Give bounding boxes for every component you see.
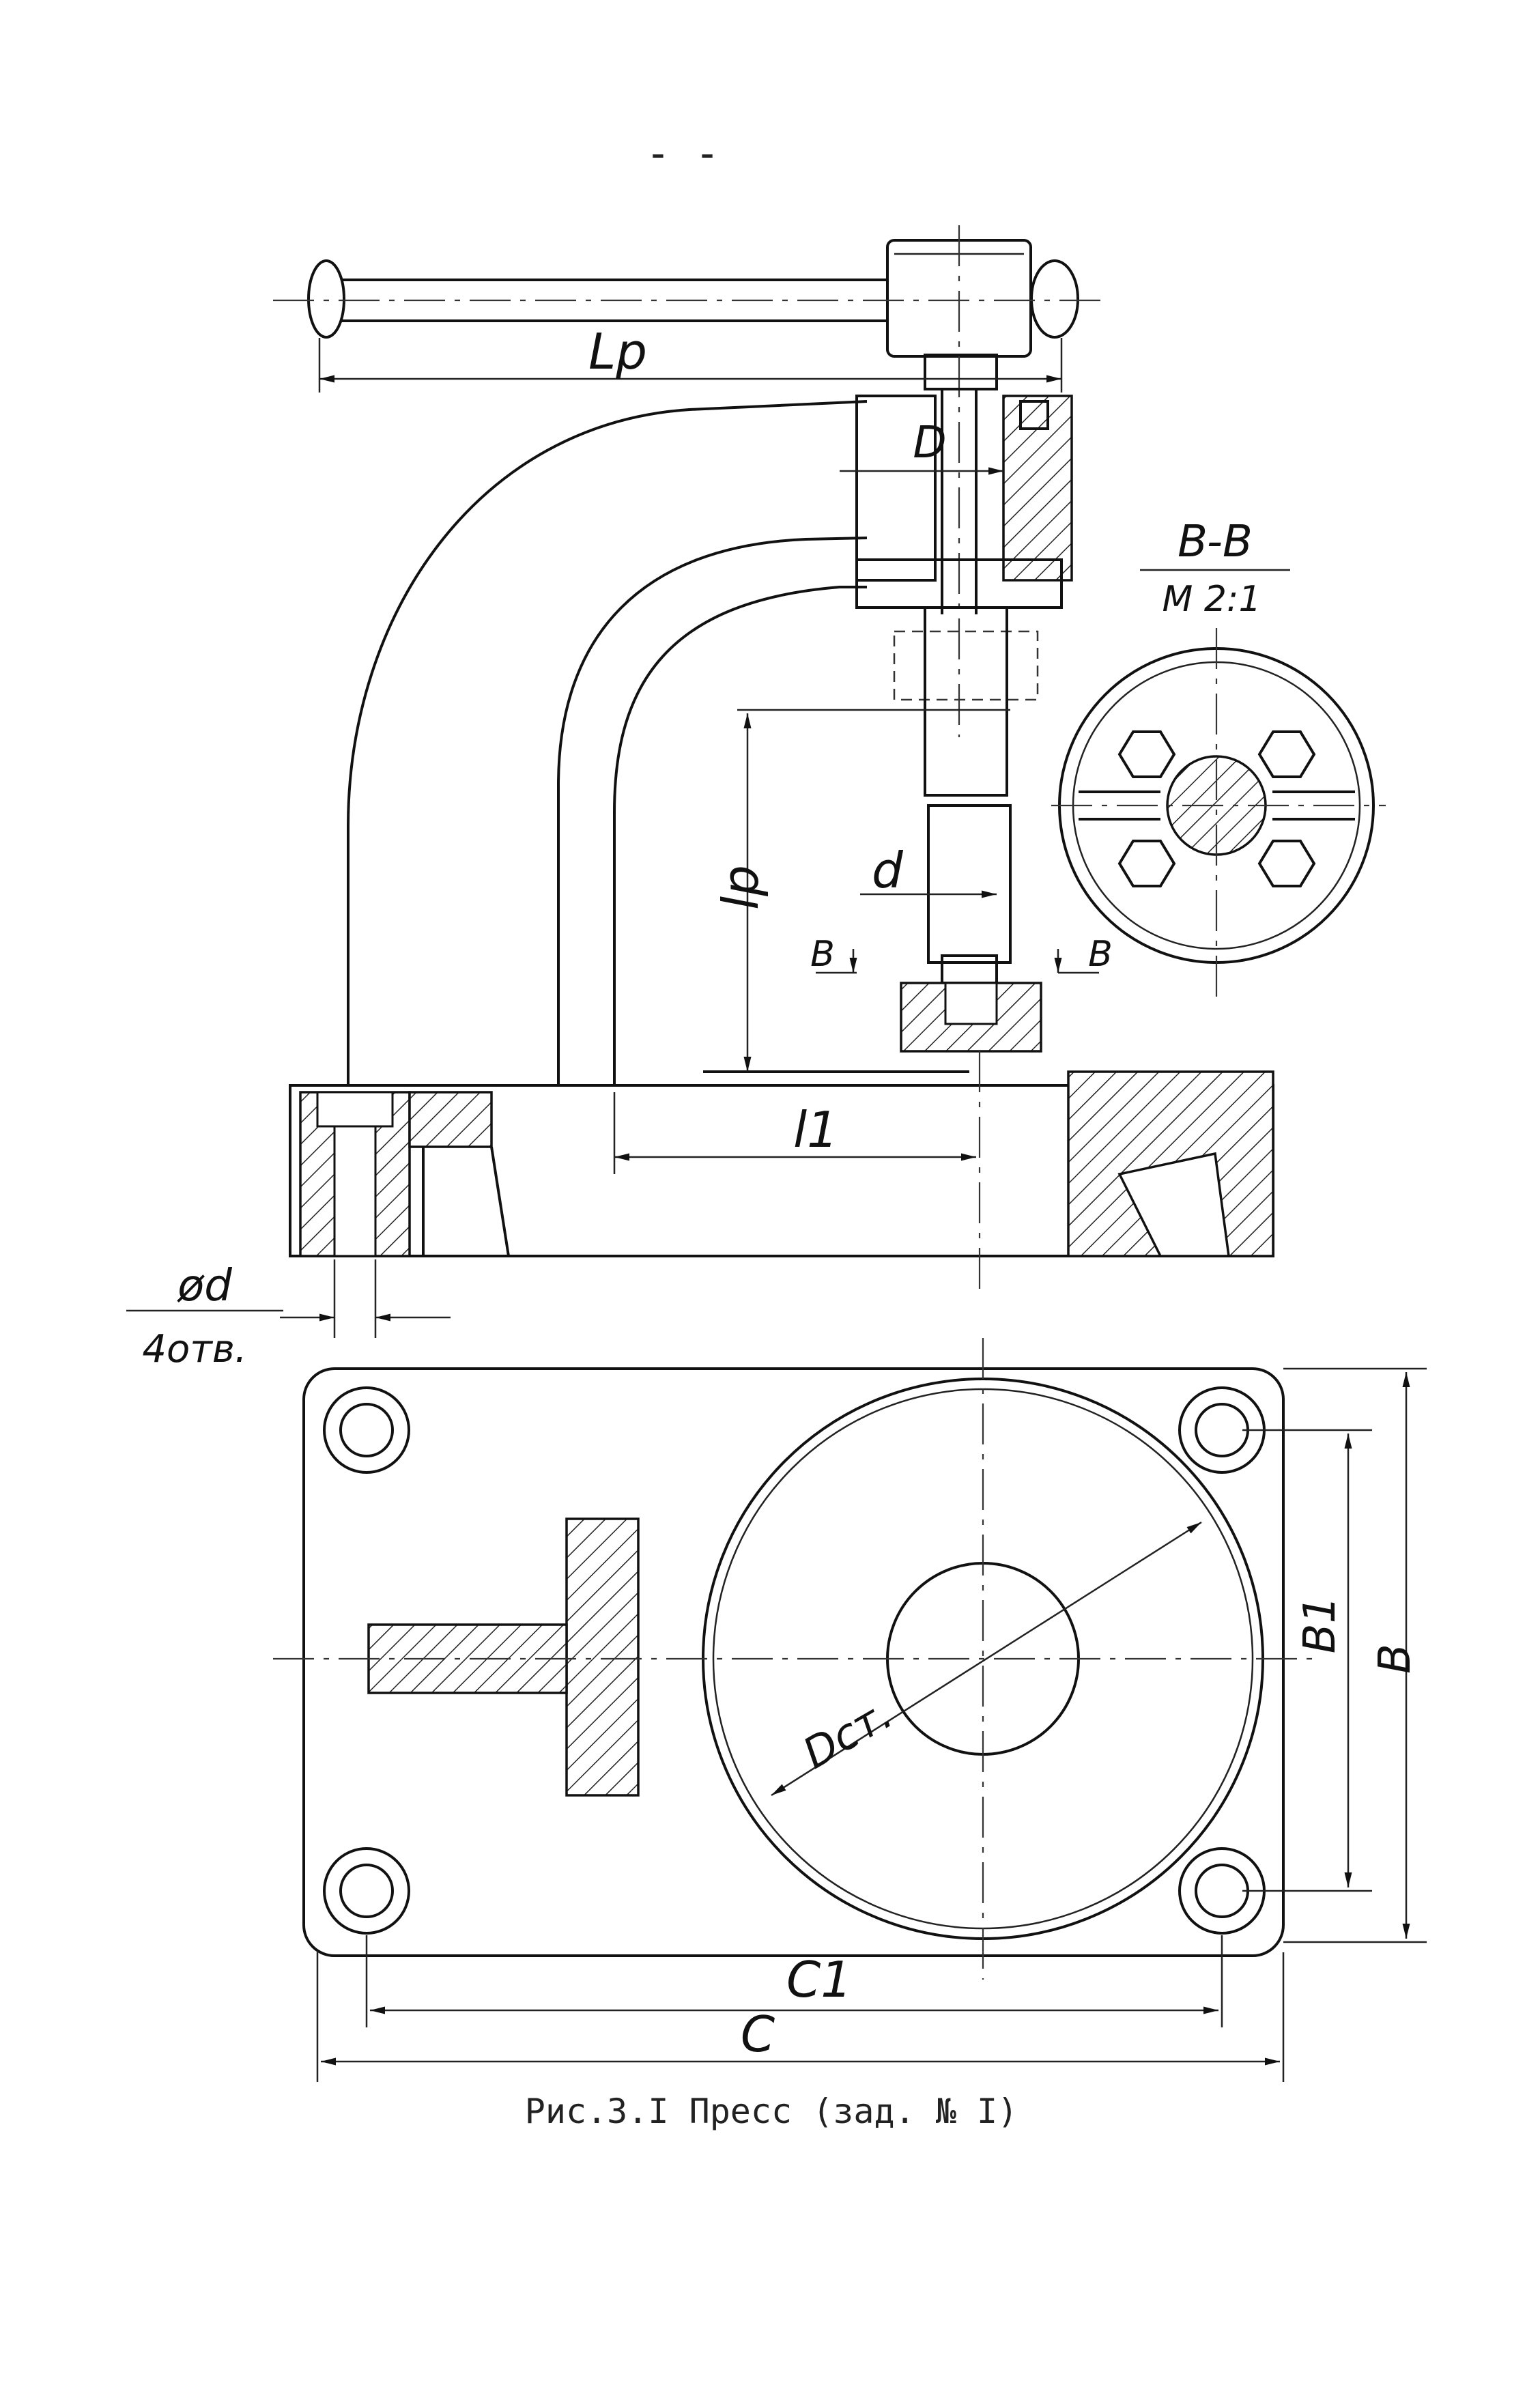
section-scale: M 2:1 — [1162, 579, 1261, 620]
screw-diameter-label: D — [913, 418, 946, 468]
width-label: B — [1370, 1644, 1421, 1674]
section-mark-left: B — [810, 934, 835, 975]
header-mark: - - — [646, 130, 719, 177]
section-mark-right: B — [1088, 934, 1113, 975]
press-base — [289, 1051, 1274, 1290]
inner-width-label: B1 — [1295, 1596, 1345, 1654]
press-frame — [347, 395, 1073, 1085]
screw-and-ram — [893, 225, 1042, 1053]
lever-handle — [273, 239, 1106, 358]
table-diameter-label: Dст. — [795, 1688, 901, 1778]
hole-diameter-label: ød — [177, 1261, 232, 1311]
side-view-dimensions — [280, 338, 1099, 1338]
press-top-view: Dст. B1 B C1 C — [273, 1338, 1427, 2082]
frame-t-section — [367, 1517, 640, 1797]
rod-diameter-label: d — [872, 842, 904, 899]
stroke-length-label: lp — [712, 865, 769, 910]
reach-label: l1 — [793, 1101, 838, 1158]
section-title: B-B — [1178, 517, 1253, 567]
lever-length-label: Lp — [588, 323, 647, 380]
inner-length-label: C1 — [786, 1951, 852, 2008]
figure-caption: Рис.3.I Пресс (зад. № I) — [525, 2092, 1018, 2131]
top-view-dimensions — [316, 1367, 1427, 2082]
length-label: C — [741, 2006, 775, 2063]
press-side-view: Lp D lp d B B l1 ød 4отв. — [126, 225, 1274, 1371]
hole-count-label: 4отв. — [142, 1327, 246, 1371]
section-b-b: B-B M 2:1 — [1051, 517, 1386, 997]
